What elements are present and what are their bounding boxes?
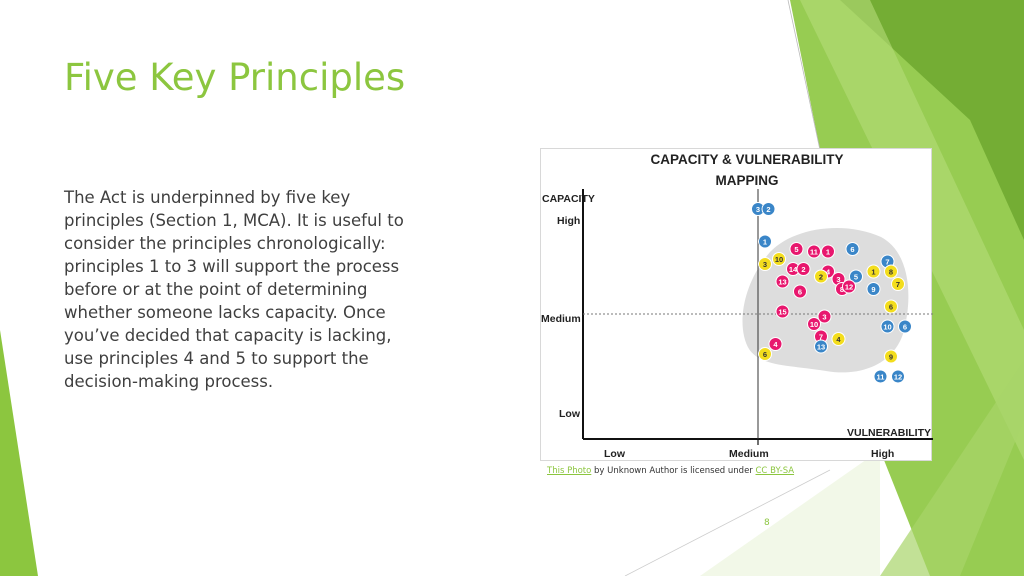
highlight-region — [742, 227, 909, 373]
data-point-label: 10 — [883, 323, 891, 332]
data-point — [817, 309, 832, 324]
data-point-label: 7 — [896, 280, 900, 289]
data-point — [866, 264, 881, 279]
data-point-label: 4 — [773, 340, 778, 349]
data-point-label: 11 — [810, 248, 818, 257]
data-point — [884, 349, 898, 364]
data-point-label: 3 — [756, 205, 760, 214]
deco-green-shape-dark — [840, 0, 1024, 240]
data-point — [768, 337, 783, 351]
data-point — [814, 269, 828, 284]
data-point-label: 5 — [854, 273, 858, 282]
x-axis-title: VULNERABILITY — [847, 427, 931, 439]
data-point — [789, 242, 804, 256]
data-point — [758, 347, 772, 361]
data-point — [772, 252, 786, 266]
data-point-label: 4 — [826, 268, 831, 277]
data-point-label: 3 — [822, 313, 826, 322]
data-point — [807, 244, 821, 259]
figure-title-line2: MAPPING — [715, 173, 778, 188]
deco-line-2 — [624, 469, 831, 576]
x-tick-medium: Medium — [729, 448, 769, 460]
deco-green-shape-bottom — [880, 360, 1024, 576]
y-tick-high: High — [557, 215, 580, 227]
data-point — [775, 304, 790, 319]
image-attribution: This Photo by Unknown Author is licensed… — [547, 466, 794, 476]
data-point-label: 10 — [775, 255, 783, 264]
data-point — [814, 339, 828, 354]
data-point — [775, 274, 790, 289]
data-point-label: 14 — [789, 265, 798, 274]
data-point — [807, 317, 821, 331]
data-point-label: 12 — [894, 373, 902, 382]
data-point-label: 1 — [871, 268, 875, 277]
data-point-label: 13 — [817, 343, 825, 352]
data-point-label: 10 — [810, 320, 818, 329]
data-point-label: 11 — [877, 373, 885, 382]
data-point-label: 6 — [798, 288, 802, 297]
data-point — [891, 369, 905, 384]
data-point — [761, 202, 776, 216]
deco-line-1 — [787, 0, 821, 151]
data-point — [866, 282, 881, 296]
data-point-label: 2 — [819, 273, 823, 282]
y-tick-medium: Medium — [541, 313, 581, 325]
data-point-label: 6 — [763, 350, 767, 359]
page-number: 8 — [764, 518, 770, 528]
data-point-label: 9 — [871, 285, 875, 294]
data-point — [793, 284, 807, 299]
capacity-vulnerability-figure: CAPACITY & VULNERABILITY MAPPING CAPACIT… — [540, 148, 933, 461]
y-tick-low: Low — [559, 408, 581, 420]
data-point-label: 1 — [826, 248, 830, 257]
data-point-label: 6 — [903, 323, 907, 332]
data-point — [842, 279, 856, 294]
deco-green-shape-left — [0, 330, 38, 576]
data-point-label: 3 — [836, 275, 840, 284]
data-point-label: 9 — [889, 353, 893, 362]
data-point — [849, 269, 863, 284]
data-point-label: 3 — [763, 260, 767, 269]
data-point-label: 6 — [889, 303, 893, 312]
data-point — [873, 369, 888, 384]
data-point-label: 12 — [845, 283, 853, 292]
data-point-label: 2 — [766, 205, 770, 214]
data-point — [758, 257, 772, 271]
y-axis-title: CAPACITY — [542, 193, 595, 205]
data-point — [898, 319, 912, 334]
data-point-label: 7 — [885, 258, 889, 267]
figure-title-line1: CAPACITY & VULNERABILITY — [650, 152, 843, 167]
data-point — [821, 244, 835, 259]
data-point-label: 6 — [850, 245, 854, 254]
data-point — [758, 234, 772, 249]
data-point-label: 2 — [801, 265, 805, 274]
data-point-label: 8 — [840, 285, 844, 294]
slide-title: Five Key Principles — [64, 56, 406, 99]
data-point — [796, 262, 811, 276]
x-tick-high: High — [871, 448, 894, 460]
data-point-label: 5 — [794, 245, 798, 254]
capacity-vulnerability-chart: CAPACITY & VULNERABILITY MAPPING CAPACIT… — [541, 152, 933, 460]
data-point — [831, 332, 846, 346]
data-point-label: 13 — [778, 278, 786, 287]
attribution-text: by Unknown Author is licensed under — [591, 466, 756, 476]
photo-link[interactable]: This Photo — [547, 466, 592, 476]
data-point — [884, 299, 898, 314]
data-point-label: 15 — [778, 308, 786, 317]
data-point — [880, 319, 895, 334]
data-point — [891, 277, 905, 291]
license-link[interactable]: CC BY-SA — [755, 466, 795, 476]
data-point-label: 4 — [836, 335, 841, 344]
x-tick-low: Low — [604, 448, 626, 460]
data-point-label: 7 — [819, 333, 823, 342]
deco-faint-triangle — [700, 450, 880, 576]
data-point — [845, 242, 860, 256]
data-point-label: 8 — [889, 268, 893, 277]
data-point-label: 1 — [763, 238, 767, 247]
slide-body-text: The Act is underpinned by five key princ… — [64, 188, 404, 391]
data-point — [884, 264, 898, 279]
